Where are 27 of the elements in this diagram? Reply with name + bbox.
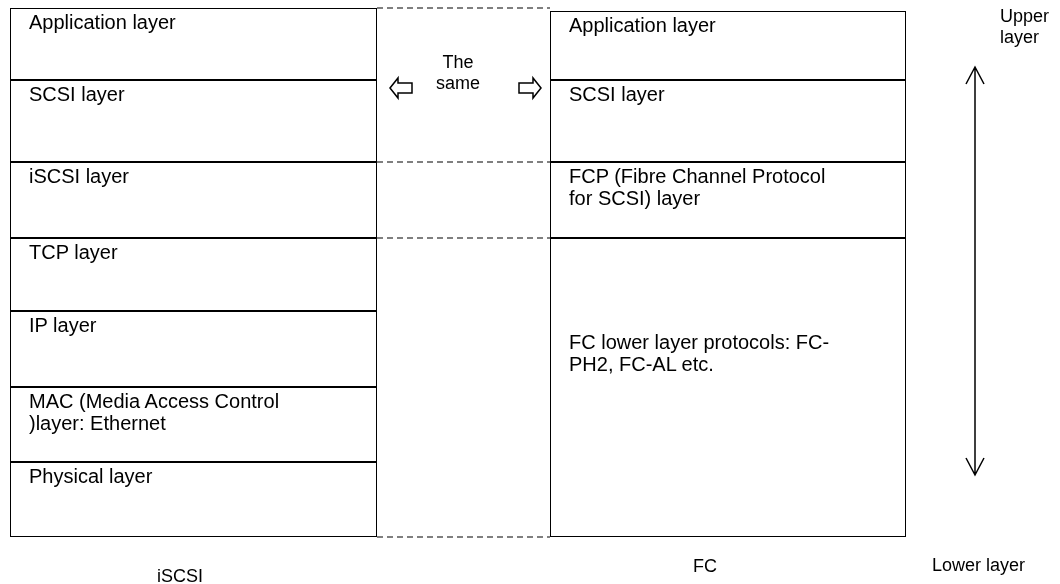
layer-box [10,311,377,387]
layer-label: TCP layer [29,241,119,263]
layer-box [550,162,906,238]
layer-box [10,462,377,537]
layer-label: SCSI layer [29,83,126,105]
layer-label: MAC (Media Access Control )layer: Ethernet [29,390,281,434]
layer-box [10,238,377,311]
layer-box [10,387,377,462]
layer-box [550,11,906,80]
stack-caption: iSCSI [156,566,204,584]
layer-label: IP layer [29,314,98,336]
direction-label: Upper layer [1000,6,1051,48]
direction-label: Lower layer [932,555,1027,576]
layer-label: Application layer [569,14,717,36]
stack-caption: FC [692,556,718,577]
layer-label: Application layer [29,11,177,33]
layer-box [10,162,377,238]
layer-box [550,238,906,537]
layer-label: Physical layer [29,465,154,487]
layer-label: iSCSI layer [29,165,131,187]
layer-label: FC lower layer protocols: FC-PH2, FC-AL etc. [569,331,831,375]
layer-label: SCSI layer [569,83,666,105]
layer-label: FCP (Fibre Channel Protocol for SCSI) layer [569,165,827,209]
relation-label: The same [435,52,481,94]
layer-box [10,8,377,80]
layer-box [10,80,377,162]
layer-box [550,80,906,162]
